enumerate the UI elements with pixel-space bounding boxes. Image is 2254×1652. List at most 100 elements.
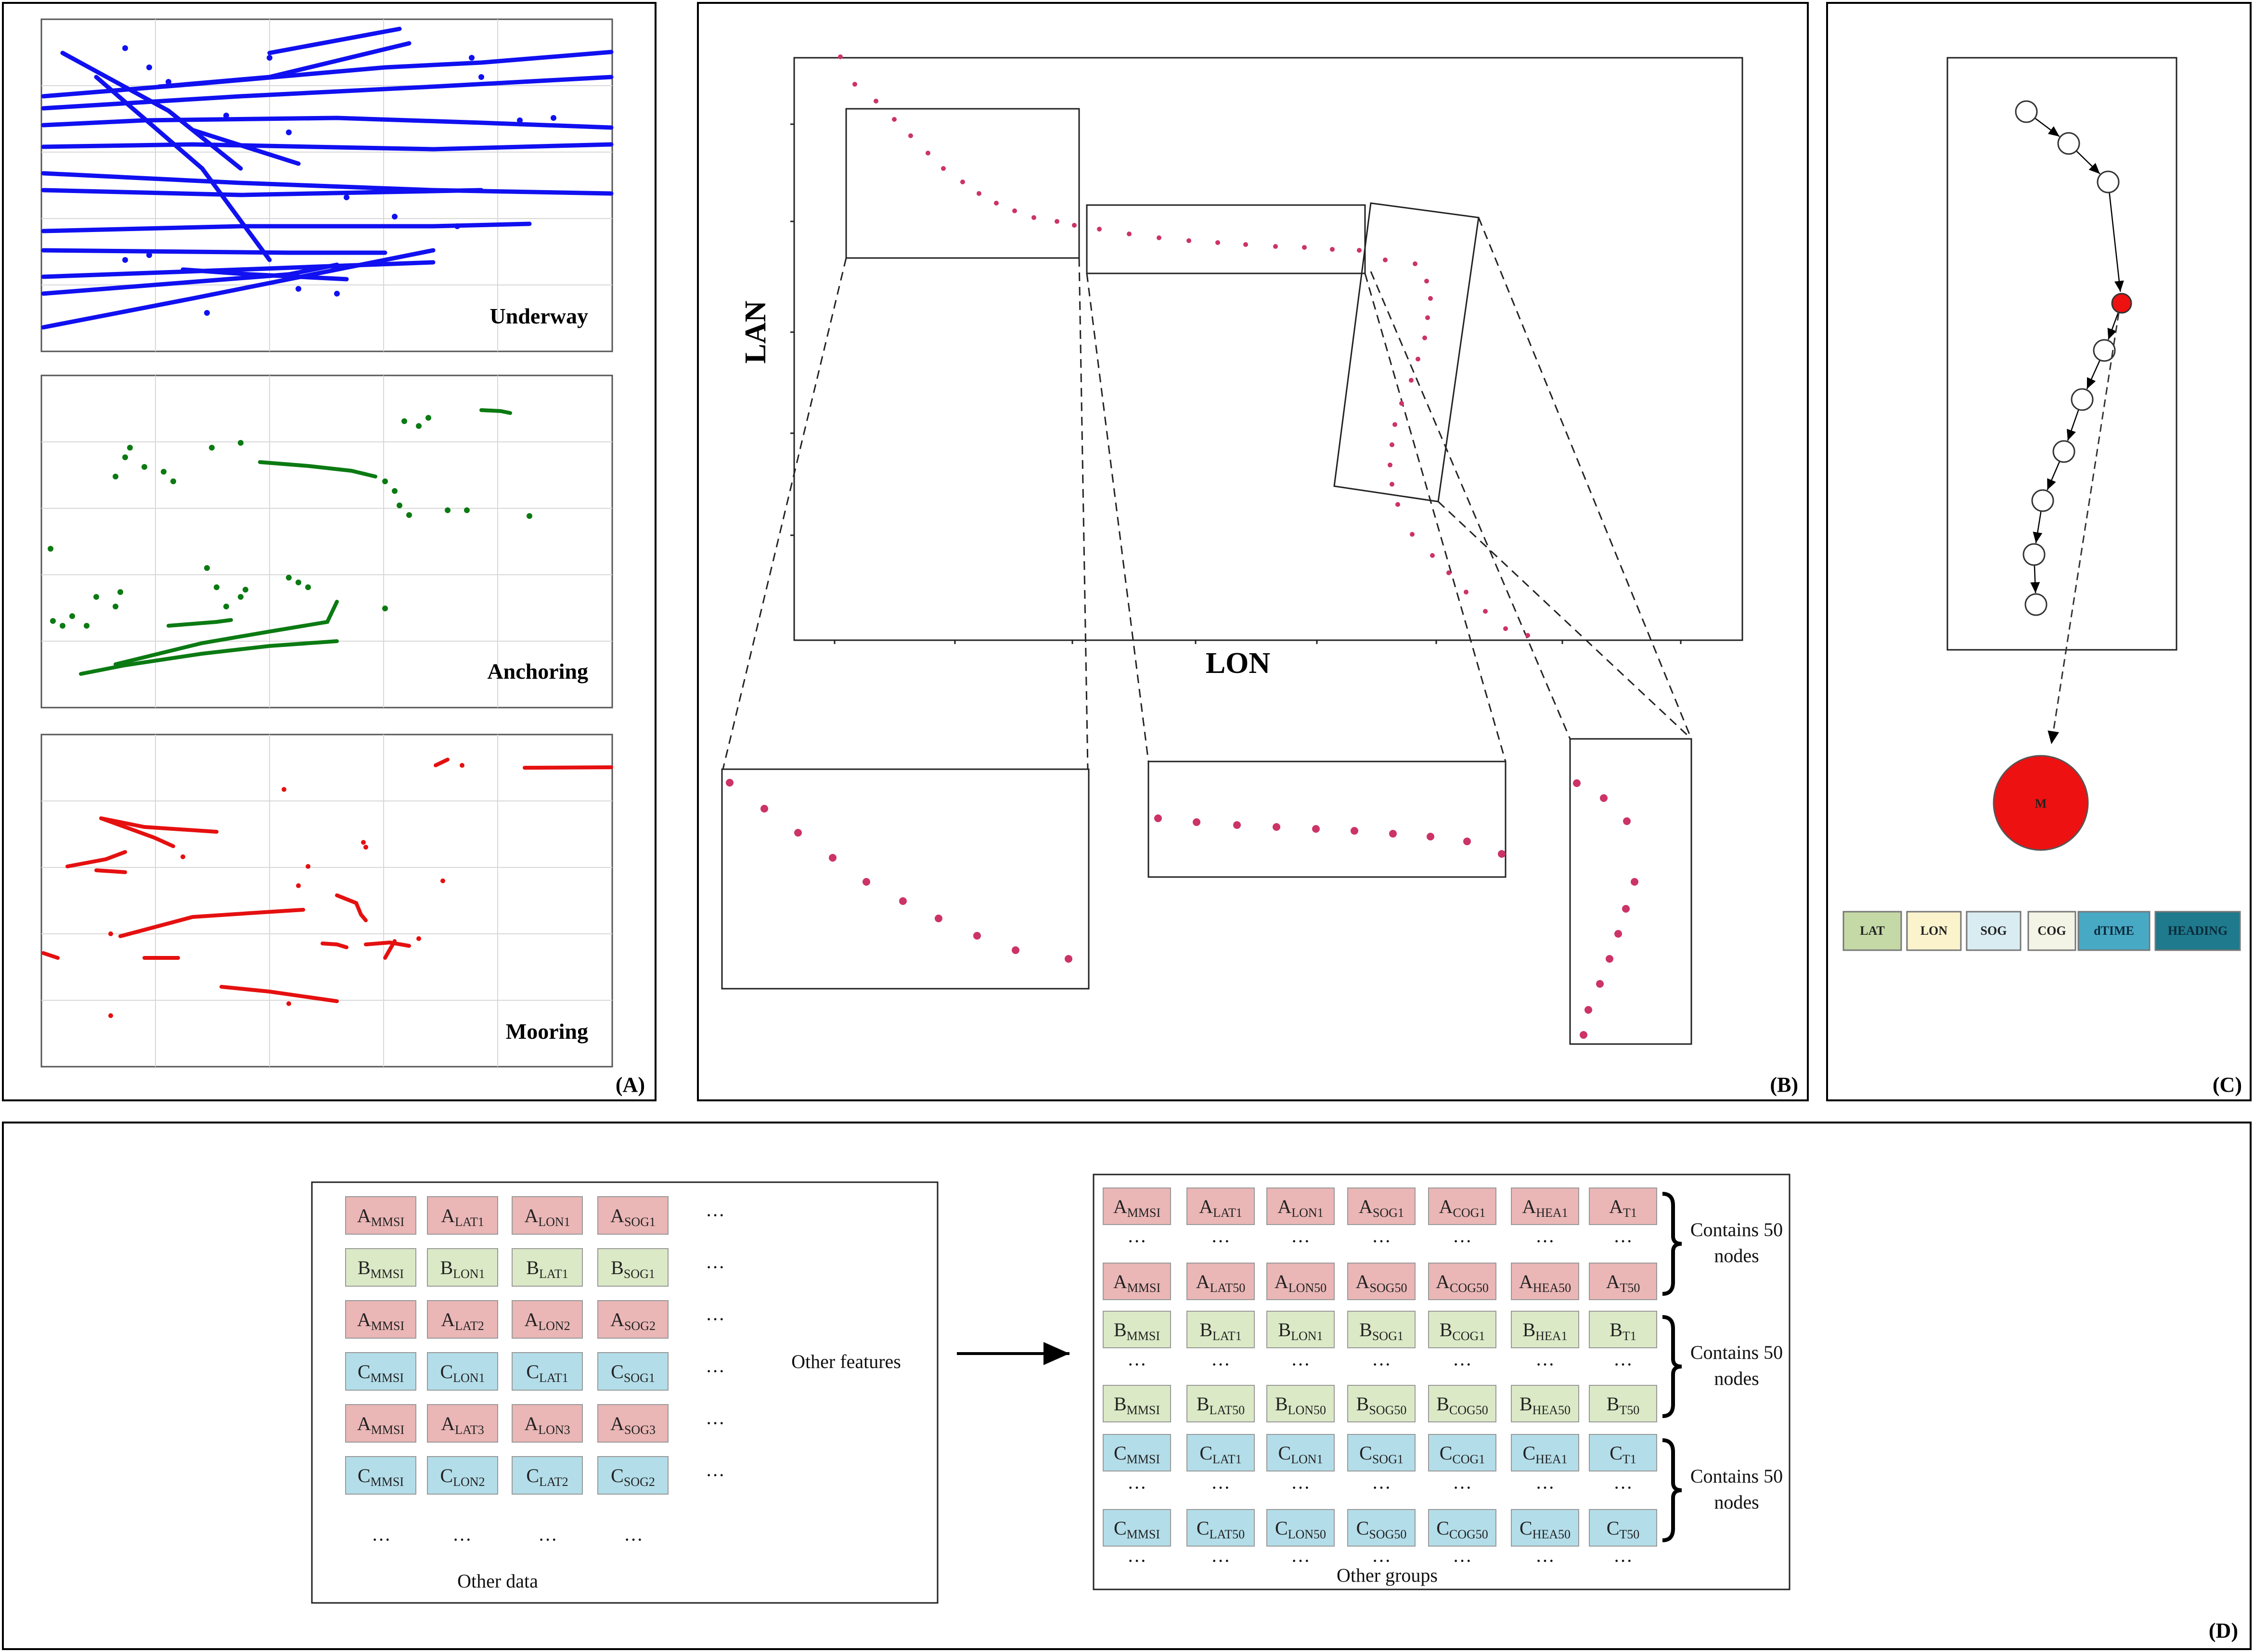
data-cell: ASOG50: [1347, 1263, 1416, 1300]
trajectory-dot: [406, 512, 412, 518]
group-brace: [1662, 1315, 1682, 1418]
data-cell: BHEA1: [1511, 1311, 1579, 1348]
graph-edge: [2086, 360, 2101, 389]
trajectory-dot: [392, 488, 398, 494]
trajectory-line: [94, 868, 127, 874]
zoomed-point: [794, 829, 802, 837]
ellipsis: ···: [1613, 1477, 1633, 1498]
trajectory-dot: [127, 445, 133, 451]
trajectory-point: [1388, 463, 1392, 467]
ellipsis: ···: [1535, 1230, 1555, 1252]
data-cell: BT50: [1589, 1385, 1657, 1422]
trajectory-point: [994, 201, 999, 206]
segment-box-2: [1086, 204, 1366, 274]
panel-b-label: (B): [1770, 1073, 1798, 1097]
nodes-label: nodes: [1714, 1368, 1759, 1389]
zoomed-point: [829, 854, 837, 862]
trajectory-point: [1357, 248, 1362, 253]
trajectory-dot: [146, 65, 152, 70]
trajectory-dot: [286, 1001, 291, 1006]
trajectory-dot: [50, 618, 56, 624]
zoomed-point: [1427, 833, 1434, 840]
trajectory-dot: [527, 513, 532, 519]
trajectory-point: [1055, 219, 1059, 224]
data-cell: CSOG2: [597, 1456, 669, 1495]
contains-label: Contains 50: [1690, 1219, 1783, 1240]
panel-d-label: (D): [2209, 1619, 2238, 1642]
data-cell: CSOG1: [1347, 1434, 1416, 1471]
feature-sog: SOG: [1966, 911, 2022, 951]
ellipsis: ···: [1127, 1354, 1146, 1375]
trajectory-plot: [793, 57, 1743, 641]
data-cell: BLON50: [1266, 1385, 1335, 1422]
mooring-label: Mooring: [506, 1019, 588, 1044]
trajectory-line: [156, 41, 412, 89]
trajectory-dot: [267, 55, 272, 61]
trajectory-dot: [209, 445, 215, 451]
zoomed-point: [726, 779, 734, 787]
data-cell: BMMSI: [1103, 1385, 1171, 1422]
contains-label: Contains 50: [1690, 1465, 1783, 1487]
graph-node: [2031, 489, 2054, 512]
trajectory-dot: [122, 45, 128, 51]
trajectory-point: [874, 99, 878, 103]
zoom-box-2: [1147, 761, 1507, 878]
data-cell: BLAT1: [512, 1248, 583, 1287]
trajectory-point: [1413, 261, 1417, 266]
data-cell: BT1: [1589, 1311, 1657, 1348]
underway-plot: [40, 18, 613, 352]
trajectory-point: [1409, 378, 1414, 383]
trajectory-point: [1428, 296, 1433, 301]
trajectory-point: [908, 133, 913, 138]
panel-a-label: (A): [616, 1073, 645, 1097]
data-cell: CMMSI: [345, 1352, 416, 1391]
data-cell: ALON1: [1266, 1187, 1335, 1225]
trajectory-line: [41, 248, 436, 330]
graph-edge: [2067, 409, 2079, 441]
ellipsis: ···: [706, 1308, 725, 1330]
trajectory-line: [258, 460, 377, 478]
trajectory-point: [926, 151, 930, 155]
trajectory-line: [41, 188, 484, 197]
ellipsis: ···: [538, 1529, 557, 1550]
zoom-box-1: [721, 768, 1090, 990]
data-cell: ALAT1: [427, 1196, 498, 1235]
ellipsis: ···: [1535, 1354, 1555, 1375]
trajectory-dot: [282, 787, 286, 792]
ellipsis: ···: [706, 1464, 725, 1486]
trajectory-line: [190, 128, 301, 166]
trajectory-line: [65, 850, 127, 868]
ellipsis: ···: [706, 1412, 725, 1434]
trajectory-dot: [84, 623, 90, 629]
data-cell: BLON1: [1266, 1311, 1335, 1348]
graph-node: [2071, 388, 2094, 411]
trajectory-dot: [416, 936, 421, 941]
zoomed-point: [1065, 955, 1072, 963]
data-cell: BMMSI: [1103, 1311, 1171, 1348]
trajectory-dot: [334, 291, 340, 297]
data-cell: BSOG1: [597, 1248, 669, 1287]
nodes-label: nodes: [1714, 1245, 1759, 1266]
trajectory-line: [335, 893, 368, 922]
ellipsis: ···: [1291, 1550, 1310, 1572]
trajectory-dot: [113, 604, 118, 609]
merged-node-label: M: [2035, 797, 2047, 811]
zoomed-point: [1312, 825, 1320, 833]
trajectory-line: [60, 51, 243, 171]
ellipsis: ···: [1372, 1477, 1391, 1498]
trajectory-point: [1243, 242, 1248, 247]
panel-b: LAN LON (B): [697, 2, 1809, 1101]
ellipsis: ···: [1127, 1550, 1146, 1572]
data-cell: ASOG1: [1347, 1187, 1416, 1225]
data-cell: ALON2: [512, 1300, 583, 1339]
trajectory-dot: [305, 584, 311, 590]
trajectory-line: [167, 618, 233, 628]
trajectory-dot: [60, 623, 65, 629]
ellipsis: ···: [1211, 1354, 1230, 1375]
trajectory-graph: [2015, 100, 2132, 616]
ellipsis: ···: [1453, 1550, 1472, 1572]
svg-text:LON: LON: [1920, 924, 1948, 938]
